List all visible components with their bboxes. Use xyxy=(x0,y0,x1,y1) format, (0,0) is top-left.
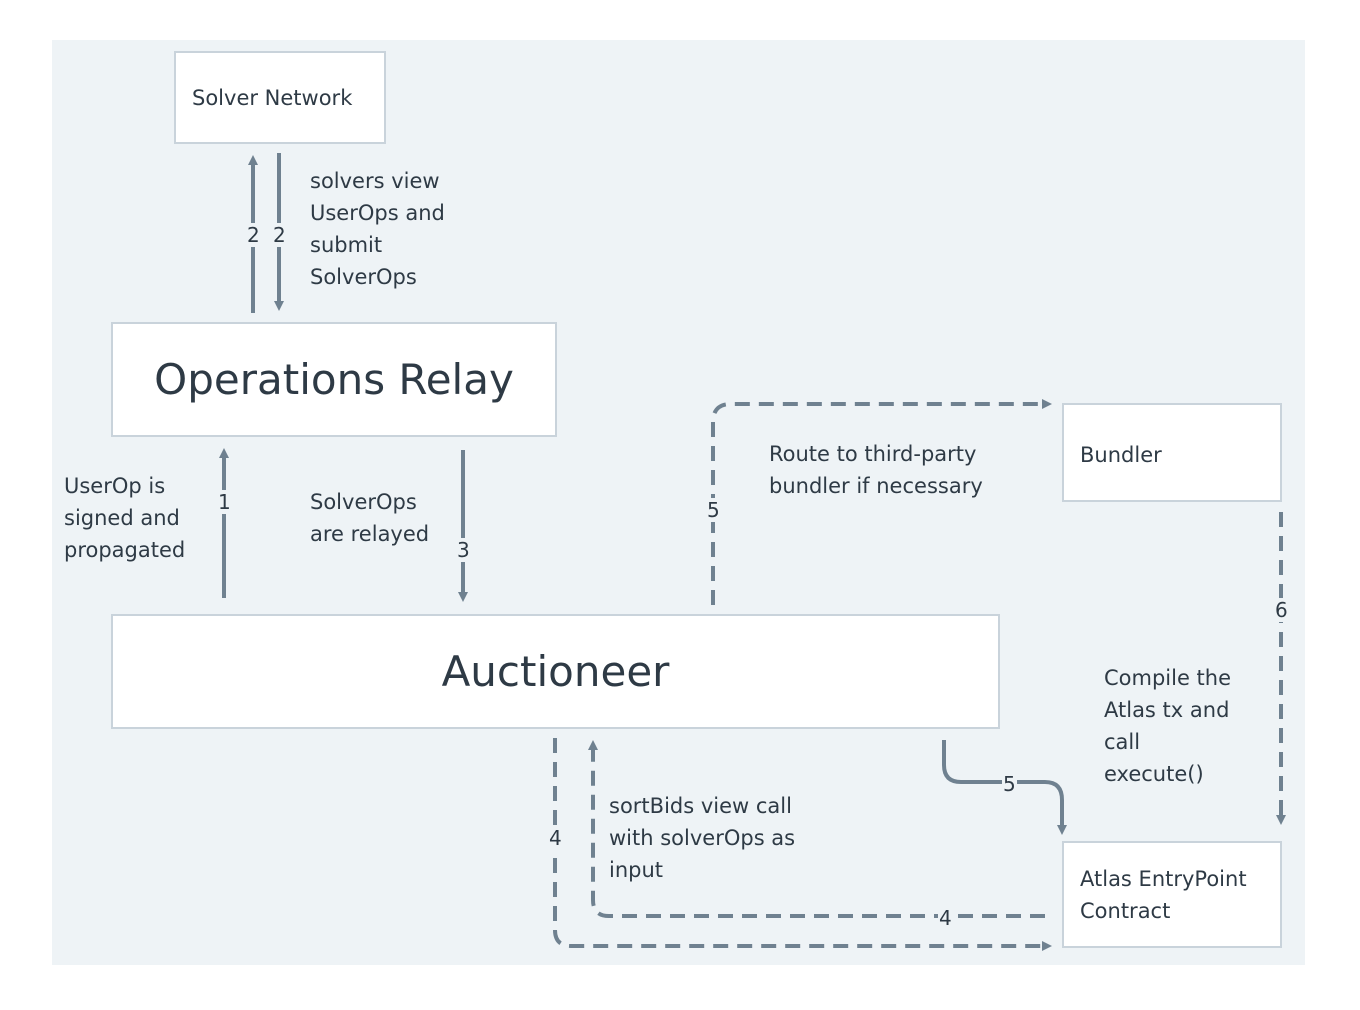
step-5-solid-number: 5 xyxy=(1002,772,1017,796)
solvers-view-label: solvers view UserOps and submit SolverOp… xyxy=(310,169,445,289)
step-2-down-number: 2 xyxy=(272,223,287,247)
step-1-number: 1 xyxy=(217,490,232,514)
route-bundler-label: Route to third-party bundler if necessar… xyxy=(769,442,983,498)
step-3-number: 3 xyxy=(456,538,471,562)
compile-atlas-label: Compile the Atlas tx and call execute() xyxy=(1104,666,1232,786)
step-4-out-number: 4 xyxy=(548,826,563,850)
sortbids-label: sortBids view call with solverOps as inp… xyxy=(609,794,796,882)
atlas-entrypoint-box: Atlas EntryPoint Contract xyxy=(1062,841,1282,948)
step-2-up-number: 2 xyxy=(246,223,261,247)
operations-relay-box: Operations Relay xyxy=(111,322,557,437)
step-4-return-number: 4 xyxy=(938,906,953,930)
arrow-4-return xyxy=(588,740,1045,918)
solver-network-box: Solver Network xyxy=(174,51,386,144)
solver-network-label: Solver Network xyxy=(192,85,353,110)
step-5-dashed-number: 5 xyxy=(706,498,721,522)
arrow-4-out xyxy=(553,738,1052,951)
auctioneer-label: Auctioneer xyxy=(441,647,670,696)
solverops-relayed-label: SolverOps are relayed xyxy=(310,490,430,546)
operations-relay-label: Operations Relay xyxy=(154,355,514,404)
step-6-number: 6 xyxy=(1274,598,1289,622)
atlas-entrypoint-label: Atlas EntryPoint Contract xyxy=(1080,866,1247,923)
bundler-label: Bundler xyxy=(1080,443,1162,467)
userop-signed-label: UserOp is signed and propagated xyxy=(64,474,186,562)
bundler-box: Bundler xyxy=(1062,403,1282,502)
auctioneer-box: Auctioneer xyxy=(111,614,1000,729)
diagram-canvas xyxy=(52,40,1305,965)
arrow-5-dashed xyxy=(711,399,1052,605)
